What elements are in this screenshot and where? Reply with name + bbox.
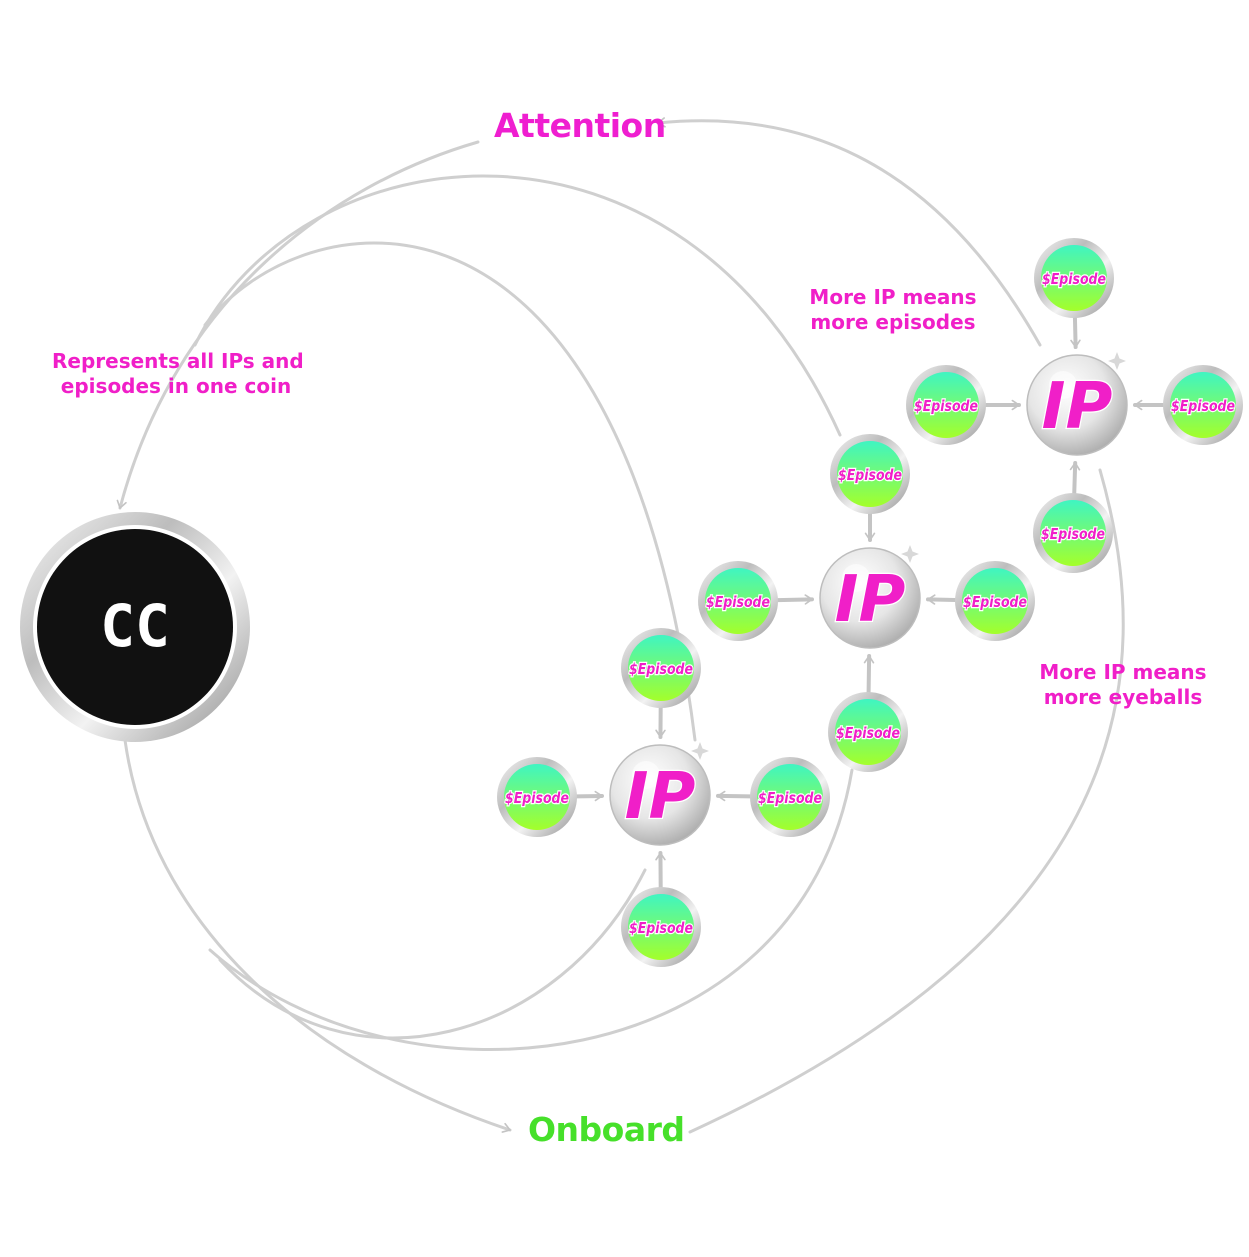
episode-coin: $Episode bbox=[955, 561, 1035, 641]
episode-label: $Episode bbox=[914, 397, 978, 415]
episode-label: $Episode bbox=[629, 919, 693, 937]
annotation-more-eyeballs: More IP means more eyeballs bbox=[1036, 660, 1210, 710]
ip-label: IP bbox=[1042, 370, 1113, 444]
attention-label: Attention bbox=[494, 106, 666, 145]
episode-arrow bbox=[869, 656, 870, 692]
episode-label: $Episode bbox=[629, 660, 693, 678]
episode-coin: $Episode bbox=[906, 365, 986, 445]
episode-arrow bbox=[1075, 318, 1076, 347]
episode-coin: $Episode bbox=[497, 757, 577, 837]
curve-attention-to-cc bbox=[120, 142, 478, 508]
annotation-more-episodes: More IP means more episodes bbox=[805, 285, 981, 335]
episode-coin: $Episode bbox=[621, 628, 701, 708]
ip-cluster: IP $Episode $Episode $Episode $Episode bbox=[698, 434, 1035, 772]
episode-label: $Episode bbox=[1042, 270, 1106, 288]
ip-ball: IP bbox=[820, 545, 920, 648]
ip-ball: IP bbox=[610, 742, 710, 845]
ip-label: IP bbox=[835, 563, 906, 637]
episode-coin: $Episode bbox=[1163, 365, 1243, 445]
episode-label: $Episode bbox=[838, 466, 902, 484]
episode-coin: $Episode bbox=[750, 757, 830, 837]
episode-arrow bbox=[928, 599, 955, 600]
ip-clusters: IP$Episode$Episode$Episode$EpisodeIP$Epi… bbox=[497, 238, 1243, 967]
episode-arrow bbox=[778, 599, 812, 600]
ip-cluster: IP $Episode $Episode $Episode $Episode bbox=[497, 628, 830, 967]
ip-ball: IP bbox=[1027, 352, 1127, 455]
onboard-label: Onboard bbox=[528, 1110, 685, 1149]
curve-inner-bottom bbox=[220, 870, 645, 1038]
cc-coin: CC bbox=[20, 512, 250, 742]
episode-label: $Episode bbox=[1171, 397, 1235, 415]
ip-label: IP bbox=[625, 760, 696, 834]
episode-label: $Episode bbox=[505, 789, 569, 807]
episode-label: $Episode bbox=[963, 593, 1027, 611]
annotation-represents: Represents all IPs and episodes in one c… bbox=[52, 349, 300, 399]
episode-coin: $Episode bbox=[830, 434, 910, 514]
episode-label: $Episode bbox=[1041, 525, 1105, 543]
episode-arrow bbox=[1074, 463, 1075, 493]
episode-coin: $Episode bbox=[1033, 493, 1113, 573]
curve-cc-to-onboard bbox=[125, 740, 510, 1130]
episode-label: $Episode bbox=[836, 724, 900, 742]
episode-coin: $Episode bbox=[698, 561, 778, 641]
cc-logo-text: CC bbox=[100, 592, 170, 660]
episode-coin: $Episode bbox=[828, 692, 908, 772]
episode-label: $Episode bbox=[706, 593, 770, 611]
episode-coin: $Episode bbox=[621, 887, 701, 967]
episode-coin: $Episode bbox=[1034, 238, 1114, 318]
episode-label: $Episode bbox=[758, 789, 822, 807]
